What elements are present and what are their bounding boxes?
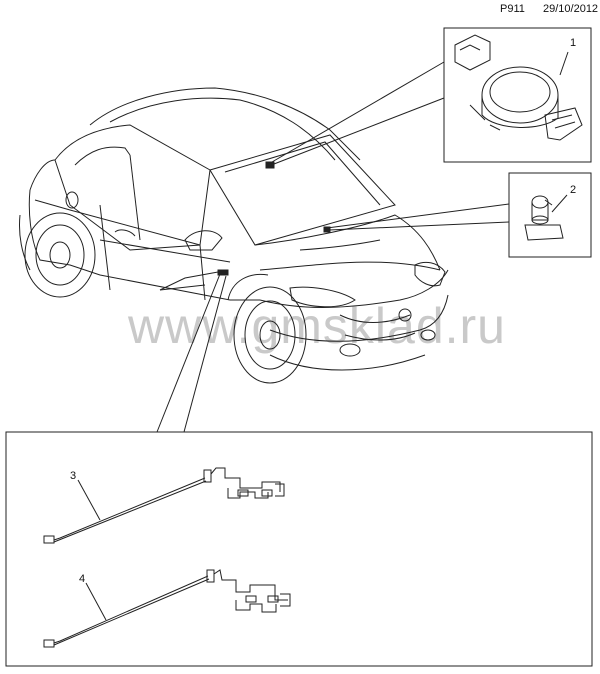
sensor-part-2 <box>524 195 564 241</box>
leader-callout-1 <box>559 51 569 76</box>
detail-box-harness <box>5 431 593 667</box>
callout-2: 2 <box>570 184 576 196</box>
callout-1: 1 <box>570 37 576 49</box>
diagram-code: P911 <box>500 3 525 15</box>
leader-lines <box>156 61 510 433</box>
wiring-harness-4 <box>43 569 291 648</box>
leader-callout-4 <box>85 582 107 621</box>
callout-4: 4 <box>79 573 85 585</box>
car-illustration <box>19 87 449 384</box>
diagram-date: 29/10/2012 <box>543 3 599 15</box>
wiring-harness-3 <box>43 467 285 544</box>
detail-box-2 <box>508 172 592 258</box>
leader-callout-3 <box>77 479 101 521</box>
sensor-part-1 <box>454 34 583 141</box>
detail-box-1 <box>443 27 592 163</box>
leader-callout-2 <box>551 194 568 213</box>
callout-3: 3 <box>70 470 76 482</box>
